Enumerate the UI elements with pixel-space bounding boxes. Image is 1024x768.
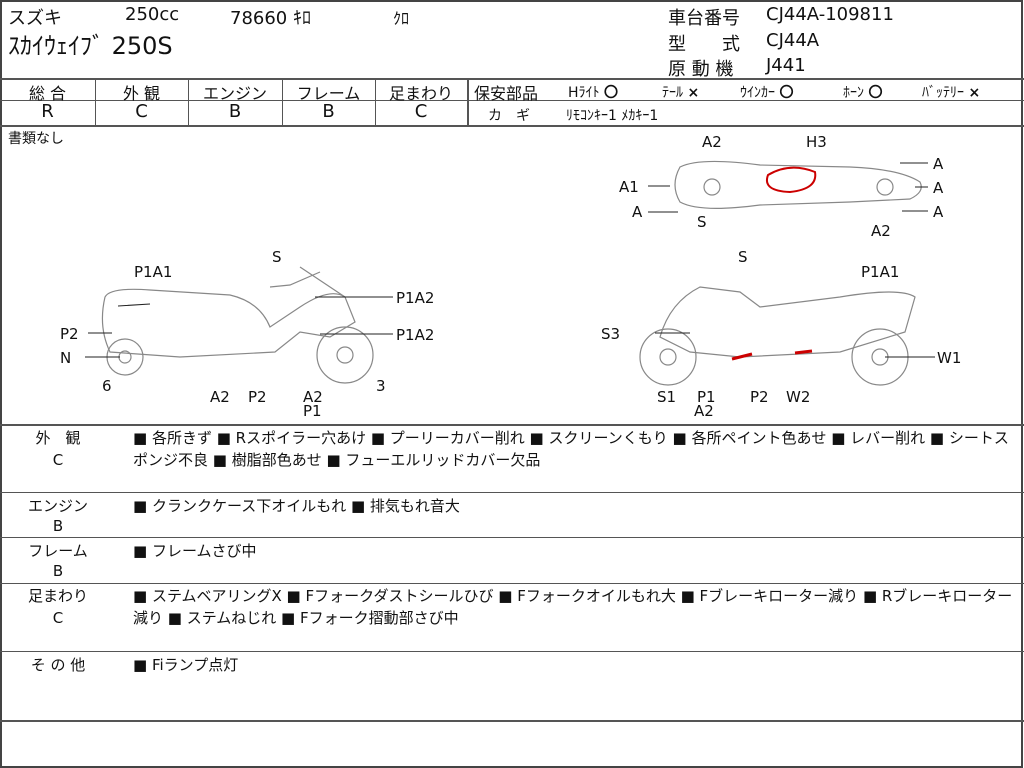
diagram-label: 3	[376, 377, 386, 395]
maker: スズキ	[8, 8, 62, 29]
item-mark: 〇	[868, 85, 883, 101]
remark-text: ■ 各所きず ■ Rスポイラー穴あけ ■ プーリーカバー削れ ■ スクリーンくも…	[133, 429, 1009, 469]
remark-text: ■ Fiランプ点灯	[133, 656, 239, 674]
diagram-label: A	[933, 203, 944, 221]
grade-label-exterior: 外 観	[122, 84, 161, 103]
diagram-label: W2	[786, 388, 811, 406]
diagram-label: S	[697, 213, 707, 231]
remark-category: そ の 他	[30, 656, 86, 674]
diagram-label: A2	[210, 388, 230, 406]
item-mark: 〇	[779, 85, 794, 101]
grade-value-frame: B	[322, 101, 335, 122]
diagram-label: N	[60, 349, 72, 367]
remark-category: エンジン	[27, 497, 88, 515]
remark-category: フレーム	[28, 542, 88, 560]
remark-grade: B	[52, 517, 64, 535]
remark-text: ■ クランクケース下オイルもれ ■ 排気もれ音大	[133, 497, 460, 515]
diagram-label: P2	[750, 388, 769, 406]
safety-battery: ﾊﾞｯﾃﾘｰ ×	[922, 82, 980, 102]
diagram-label: A2	[303, 388, 323, 406]
diagram-label: S3	[601, 325, 621, 343]
grade-value-engine: B	[228, 101, 242, 122]
item-mark: ×	[687, 85, 700, 101]
diagram-label: H3	[806, 133, 827, 151]
remark-text: ■ ステムベアリングX ■ Fフォークダストシールひび ■ Fフォークオイルもれ…	[133, 587, 1013, 627]
diagram-label: P1A1	[134, 263, 173, 281]
diagram-label: A2	[694, 402, 714, 420]
documents-note: 書類なし	[8, 131, 64, 147]
diagram-label: P1A2	[396, 326, 435, 344]
diagram-label: S1	[657, 388, 677, 406]
type-value: CJ44A	[766, 30, 820, 51]
item-name: Hﾗｲﾄ	[568, 85, 600, 101]
remark-grade: C	[52, 451, 64, 469]
safety-tail: ﾃｰﾙ ×	[662, 82, 699, 102]
item-name: ﾃｰﾙ	[662, 85, 683, 101]
diagram-label: S	[738, 248, 748, 266]
color: ｸﾛ	[393, 9, 410, 28]
grade-value-exterior: C	[135, 101, 148, 122]
diagram-label: A2	[871, 222, 891, 240]
diagram-label: P1	[303, 402, 322, 420]
mileage: 78660 ｷﾛ	[230, 8, 311, 29]
item-name: ﾎｰﾝ	[843, 85, 864, 101]
diagram-label: P1	[697, 388, 716, 406]
diagram-label: P1A2	[396, 289, 435, 307]
damage-mark-h3	[766, 166, 817, 194]
type-label: 型 式	[668, 34, 740, 55]
diagram-label: P2	[60, 325, 79, 343]
diagram-label: S	[272, 248, 282, 266]
frame-no: CJ44A-109811	[766, 4, 894, 25]
diagram-label: A2	[702, 133, 722, 151]
grade-label-engine: エンジン	[202, 84, 267, 103]
grade-label-overall: 総 合	[28, 84, 67, 103]
diagram-label: A	[933, 155, 944, 173]
grade-value-suspension: C	[414, 101, 428, 122]
diagram-label: P1A1	[861, 263, 900, 281]
grade-value-overall: R	[41, 101, 54, 122]
item-mark: ×	[968, 85, 981, 101]
remark-grade: C	[52, 609, 64, 627]
remark-text: ■ フレームさび中	[133, 542, 257, 560]
remark-category: 足まわり	[27, 587, 88, 605]
engine-label: 原 動 機	[668, 59, 734, 80]
diagram-label: P2	[248, 388, 267, 406]
right-side-scooter	[639, 286, 916, 386]
remark-grade: B	[52, 562, 64, 580]
key-value: ﾘﾓｺﾝｷｰ1 ﾒｶｷｰ1	[566, 108, 659, 124]
safety-winker: ｳｲﾝｶｰ 〇	[740, 82, 793, 102]
grade-label-frame: フレーム	[296, 84, 361, 103]
grade-label-suspension: 足まわり	[388, 84, 453, 103]
diagram-label: W1	[937, 349, 962, 367]
frame-no-label: 車台番号	[668, 8, 740, 29]
damage-mark-w2	[731, 349, 813, 361]
diagram-label: A	[632, 203, 643, 221]
left-side-scooter	[101, 266, 374, 384]
remark-category: 外 観	[35, 429, 81, 447]
top-view-scooter	[674, 160, 922, 209]
engine-value: J441	[766, 55, 806, 76]
diagram-label: A	[933, 179, 944, 197]
item-mark: 〇	[603, 85, 618, 101]
key-label: カ ギ	[488, 108, 530, 124]
safety-horn: ﾎｰﾝ 〇	[843, 82, 882, 102]
item-name: ﾊﾞｯﾃﾘｰ	[922, 85, 964, 101]
safety-label: 保安部品	[474, 84, 539, 103]
diagram-label: 6	[102, 377, 112, 395]
scooter-diagram	[85, 160, 935, 386]
displacement: 250cc	[125, 4, 180, 25]
item-name: ｳｲﾝｶｰ	[740, 85, 775, 101]
safety-headlight: Hﾗｲﾄ 〇	[568, 82, 618, 102]
model-name: ｽｶｲｳｪｲﾌﾞ 250S	[8, 32, 173, 60]
diagram-label: A1	[619, 178, 639, 196]
